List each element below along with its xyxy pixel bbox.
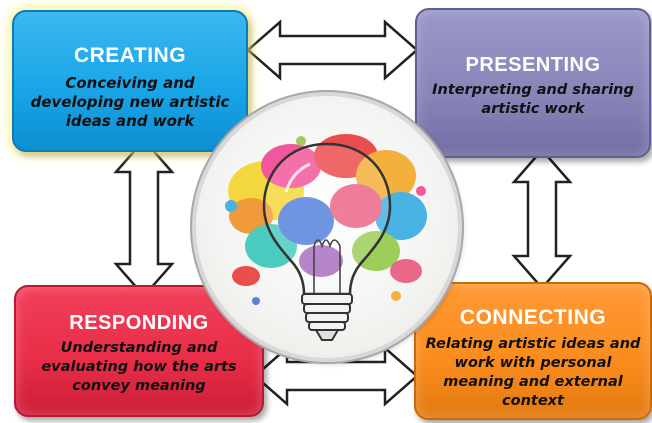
creating-title: CREATING bbox=[73, 44, 187, 67]
lightbulb-icon bbox=[225, 134, 427, 341]
arrow-presenting-connecting bbox=[511, 148, 573, 290]
responding-desc-line: evaluating how the arts bbox=[41, 359, 237, 375]
responding-description: Understanding and evaluating how the art… bbox=[16, 339, 262, 396]
creating-box: CREATING Conceiving and developing new a… bbox=[12, 10, 248, 152]
creating-description: Conceiving and developing new artistic i… bbox=[14, 74, 246, 131]
responding-title: RESPONDING bbox=[69, 312, 209, 334]
connecting-desc-line: Relating artistic ideas and bbox=[425, 336, 641, 352]
connecting-description: Relating artistic ideas and work with pe… bbox=[416, 335, 650, 411]
creating-desc-line: developing new artistic bbox=[30, 93, 230, 111]
arrow-creating-responding bbox=[113, 138, 175, 298]
creating-desc-line: Conceiving and bbox=[65, 74, 195, 92]
connecting-box: CONNECTING Relating artistic ideas and w… bbox=[414, 282, 652, 420]
arrow-creating-presenting bbox=[246, 19, 419, 81]
presenting-desc-line: Interpreting and sharing bbox=[432, 82, 634, 98]
presenting-box: PRESENTING Interpreting and sharing arti… bbox=[415, 8, 651, 158]
creating-desc-line: ideas and work bbox=[65, 112, 195, 130]
connecting-desc-line: meaning and external bbox=[443, 374, 623, 390]
responding-desc-line: Understanding and bbox=[60, 340, 218, 356]
presenting-title: PRESENTING bbox=[465, 54, 601, 76]
presenting-description: Interpreting and sharing artistic work bbox=[417, 81, 649, 119]
connecting-desc-line: context bbox=[502, 393, 564, 409]
connecting-desc-line: work with personal bbox=[454, 355, 612, 371]
connecting-title: CONNECTING bbox=[459, 306, 607, 329]
presenting-desc-line: artistic work bbox=[481, 101, 585, 117]
responding-desc-line: convey meaning bbox=[72, 378, 206, 394]
center-illustration bbox=[196, 96, 458, 358]
